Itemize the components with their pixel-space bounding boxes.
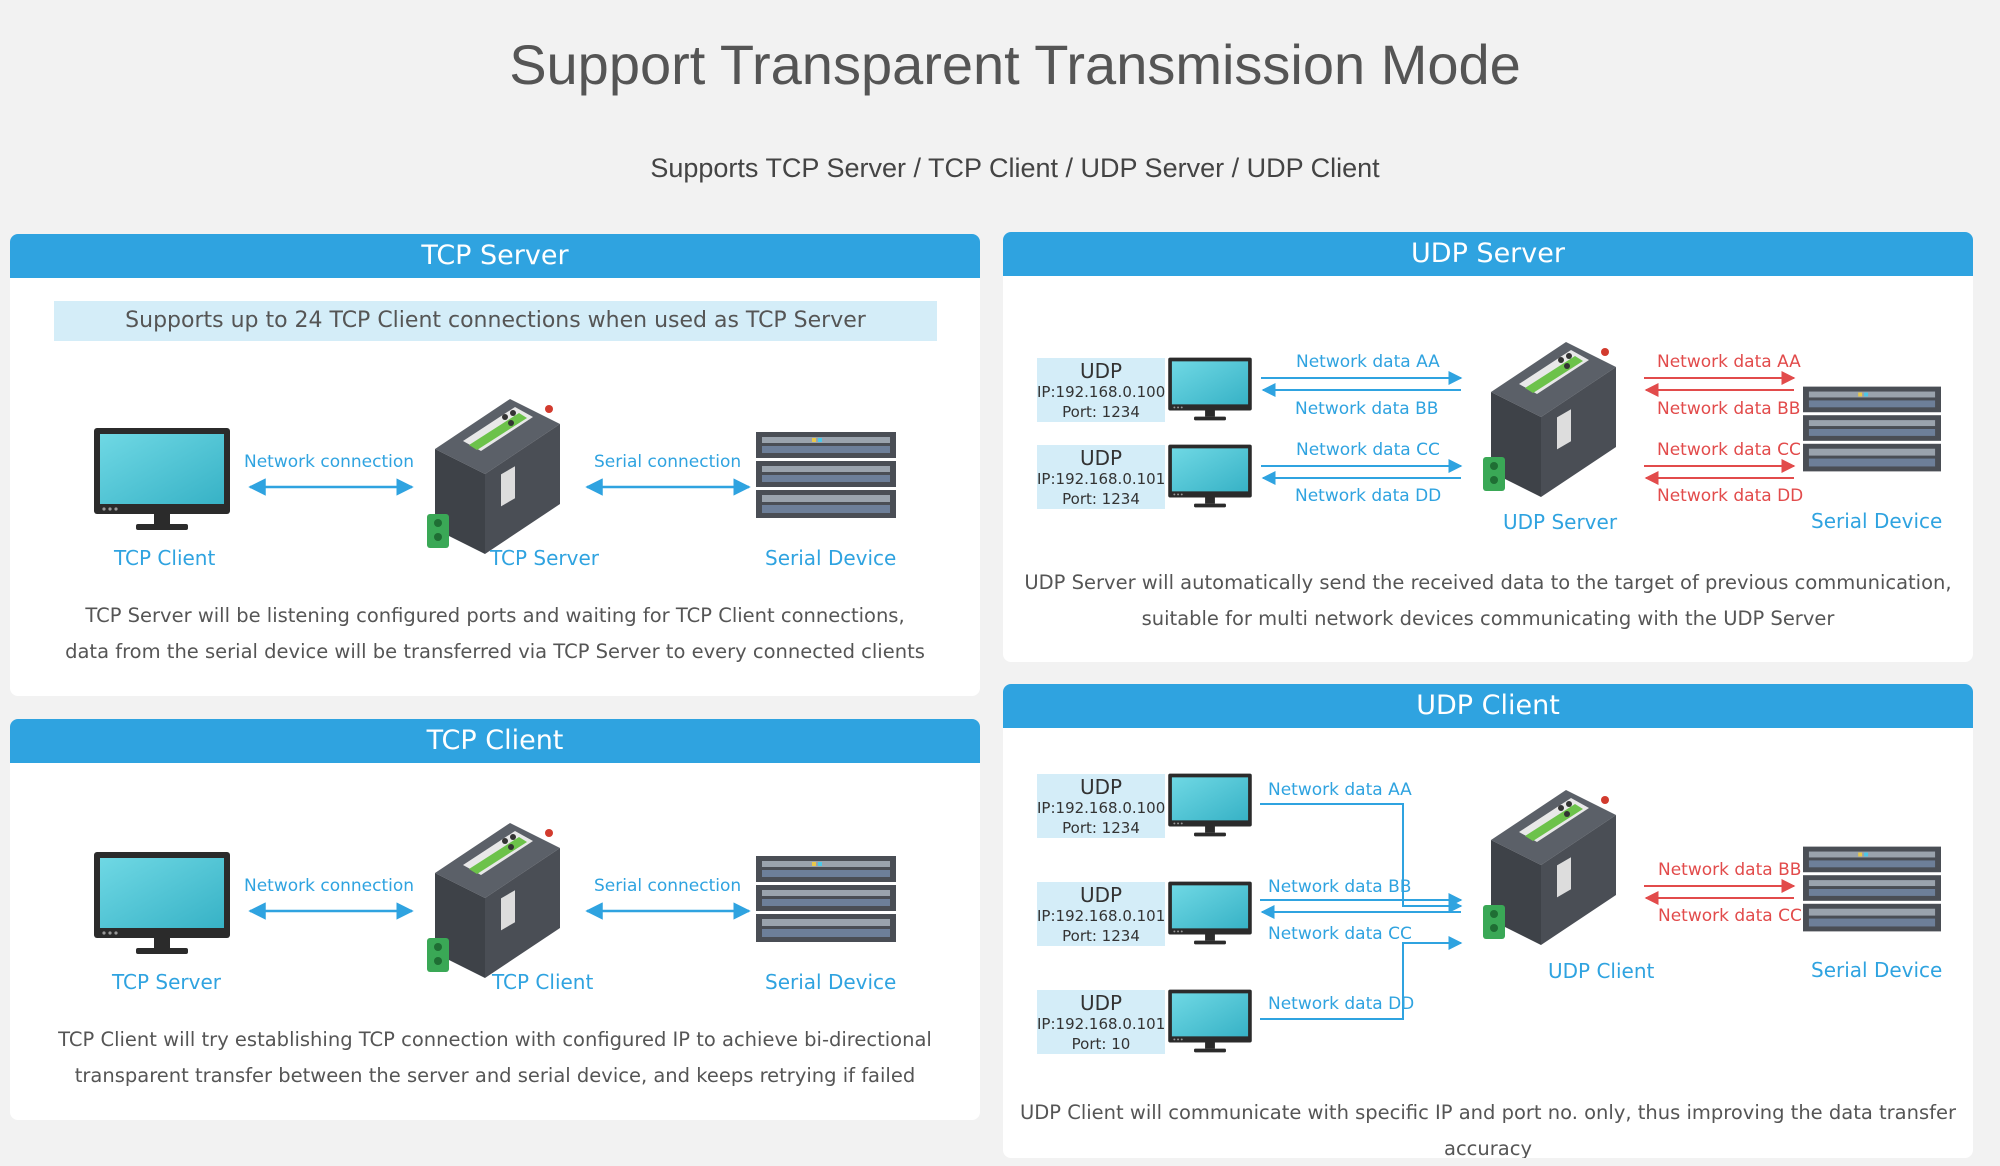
gateway-device-icon <box>415 803 565 983</box>
monitor-icon <box>1167 356 1253 422</box>
net-data-cc-serial-label: Network data CC <box>1657 440 1801 460</box>
tcp-client-label: TCP Client <box>114 546 216 570</box>
network-connection-label: Network connection <box>244 452 415 472</box>
net-data-aa-label: Network data AA <box>1268 780 1412 800</box>
desc-line-2: transparent transfer between the server … <box>74 1064 916 1087</box>
net-data-aa-serial-label: Network data AA <box>1657 352 1801 372</box>
tcp-client-panel: TCP Client TCP Server Network connection… <box>10 719 980 1120</box>
monitor-icon <box>1167 988 1253 1054</box>
monitor-icon <box>1167 880 1253 946</box>
tcp-server-description: TCP Server will be listening configured … <box>10 598 980 670</box>
serial-connection-label: Serial connection <box>594 452 742 472</box>
page-title: Support Transparent Transmission Mode <box>509 33 1521 96</box>
net-data-cc-label: Network data CC <box>1296 440 1440 460</box>
udp-host-3: UDP IP:192.168.0.101 Port: 10 <box>1037 990 1166 1054</box>
network-connection-arrow <box>248 902 414 920</box>
udp-server-center-label: UDP Server <box>1503 510 1618 534</box>
net-data-bb-serial-label: Network data BB <box>1657 399 1801 419</box>
net-data-dd-serial-label: Network data DD <box>1657 486 1804 506</box>
monitor-icon <box>92 426 232 532</box>
monitor-icon <box>1167 772 1253 838</box>
server-rack-icon <box>1803 384 1941 474</box>
serial-device-label: Serial Device <box>1811 958 1943 982</box>
net-data-dd-label: Network data DD <box>1295 486 1442 506</box>
serial-connection-label: Serial connection <box>594 876 742 896</box>
net-data-dd-label: Network data DD <box>1268 994 1415 1014</box>
udp-client-routing-arrows <box>1260 803 1463 1020</box>
arrow-to-host <box>1261 471 1461 485</box>
desc-line-1: UDP Server will automatically send the r… <box>1024 571 1952 594</box>
udp-host-2: UDP IP:192.168.0.101 Port: 1234 <box>1037 882 1166 946</box>
arrow-to-server <box>1261 459 1463 473</box>
net-data-bb-serial-label: Network data BB <box>1658 860 1802 880</box>
server-rack-icon <box>1803 844 1941 934</box>
gateway-device-icon <box>415 379 565 559</box>
serial-connection-arrow <box>585 478 751 496</box>
udp-server-panel: UDP Server UDP IP:192.168.0.100 Port: 12… <box>1003 232 1973 662</box>
net-data-cc-label: Network data CC <box>1268 924 1412 944</box>
server-rack-icon <box>756 430 896 520</box>
arrow-from-serial <box>1644 383 1794 397</box>
net-data-cc-serial-label: Network data CC <box>1658 906 1802 926</box>
tcp-server-label: TCP Server <box>112 970 222 994</box>
desc-line-1: TCP Server will be listening configured … <box>85 604 905 627</box>
udp-host-2: UDP IP:192.168.0.101 Port: 1234 <box>1037 445 1166 509</box>
tcp-server-banner: Supports up to 24 TCP Client connections… <box>54 301 937 341</box>
tcp-server-header: TCP Server <box>10 234 980 278</box>
net-data-aa-label: Network data AA <box>1296 352 1440 372</box>
tcp-server-center-label: TCP Server <box>490 546 600 570</box>
network-connection-arrow <box>248 478 414 496</box>
net-data-bb-label: Network data BB <box>1268 877 1412 897</box>
udp-host-1: UDP IP:192.168.0.100 Port: 1234 <box>1037 358 1166 422</box>
gateway-device-icon <box>1471 322 1621 502</box>
udp-server-description: UDP Server will automatically send the r… <box>1003 565 1973 637</box>
serial-connection-arrow <box>585 902 751 920</box>
tcp-client-header: TCP Client <box>10 719 980 763</box>
arrow-to-serial <box>1644 879 1796 893</box>
tcp-client-description: TCP Client will try establishing TCP con… <box>10 1022 980 1094</box>
tcp-client-center-label: TCP Client <box>492 970 594 994</box>
tcp-server-panel: TCP Server Supports up to 24 TCP Client … <box>10 234 980 696</box>
arrow-to-host <box>1261 383 1461 397</box>
udp-client-panel: UDP Client UDP IP:192.168.0.100 Port: 12… <box>1003 684 1973 1158</box>
arrow-to-serial <box>1644 459 1796 473</box>
udp-client-center-label: UDP Client <box>1548 959 1655 983</box>
arrow-from-serial <box>1644 891 1794 905</box>
udp-client-header: UDP Client <box>1003 684 1973 728</box>
arrow-from-serial <box>1644 471 1794 485</box>
udp-host-1: UDP IP:192.168.0.100 Port: 1234 <box>1037 774 1166 838</box>
net-data-bb-label: Network data BB <box>1295 399 1439 419</box>
desc-line-2: data from the serial device will be tran… <box>65 640 925 663</box>
serial-device-label: Serial Device <box>765 970 897 994</box>
arrow-to-server <box>1261 371 1463 385</box>
server-rack-icon <box>756 854 896 944</box>
serial-device-label: Serial Device <box>765 546 897 570</box>
udp-server-header: UDP Server <box>1003 232 1973 276</box>
desc-line-1: TCP Client will try establishing TCP con… <box>58 1028 932 1051</box>
udp-client-description: UDP Client will communicate with specifi… <box>1019 1101 1957 1158</box>
serial-device-label: Serial Device <box>1811 509 1943 533</box>
desc-line-2: suitable for multi network devices commu… <box>1141 607 1835 630</box>
page-subtitle: Supports TCP Server / TCP Client / UDP S… <box>650 153 1380 183</box>
monitor-icon <box>1167 443 1253 509</box>
network-connection-label: Network connection <box>244 876 415 896</box>
monitor-icon <box>92 850 232 956</box>
gateway-device-icon <box>1471 770 1621 950</box>
arrow-to-serial <box>1644 371 1796 385</box>
